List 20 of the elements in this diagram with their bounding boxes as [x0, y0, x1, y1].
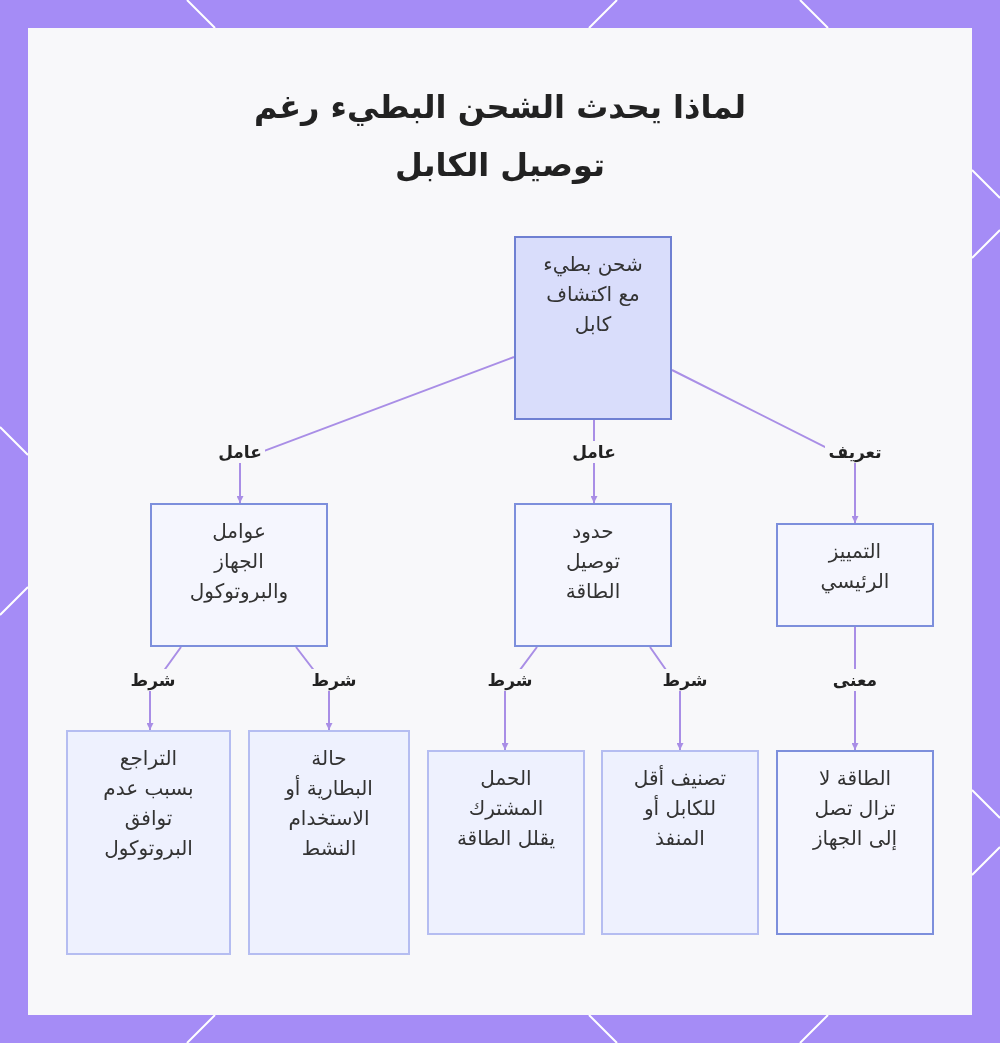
process-box: الحمل المشترك يقلل الطاقة — [427, 750, 585, 935]
root-box: شحن بطيء مع اكتشاف كابل — [514, 236, 672, 420]
process-box: حالة البطارية أو الاستخدام النشط — [248, 730, 410, 955]
edge-label: شرط — [662, 670, 708, 690]
process-box: حدود توصيل الطاقة — [514, 503, 672, 647]
edge-label: شرط — [130, 670, 176, 690]
arrow — [671, 369, 859, 524]
process-box: تصنيف أقل للكابل أو المنفذ — [601, 750, 759, 935]
edge-label: شرط — [487, 670, 533, 690]
edge-label: شرط — [311, 670, 357, 690]
edge-label: معنى — [832, 670, 878, 690]
edge-label: تعريف — [828, 442, 882, 462]
edge-label: عامل — [218, 442, 262, 462]
process-box: التراجع بسبب عدم توافق البروتوكول — [66, 730, 231, 955]
title: لماذا يحدث الشحن البطيء رغم توصيل الكابل — [253, 87, 747, 186]
process-box: الطاقة لا تزال تصل إلى الجهاز — [776, 750, 934, 935]
edge-label: عامل — [572, 442, 616, 462]
arrow — [236, 356, 515, 504]
process-box: التمييز الرئيسي — [776, 523, 934, 627]
process-box: عوامل الجهاز والبروتوكول — [150, 503, 328, 647]
